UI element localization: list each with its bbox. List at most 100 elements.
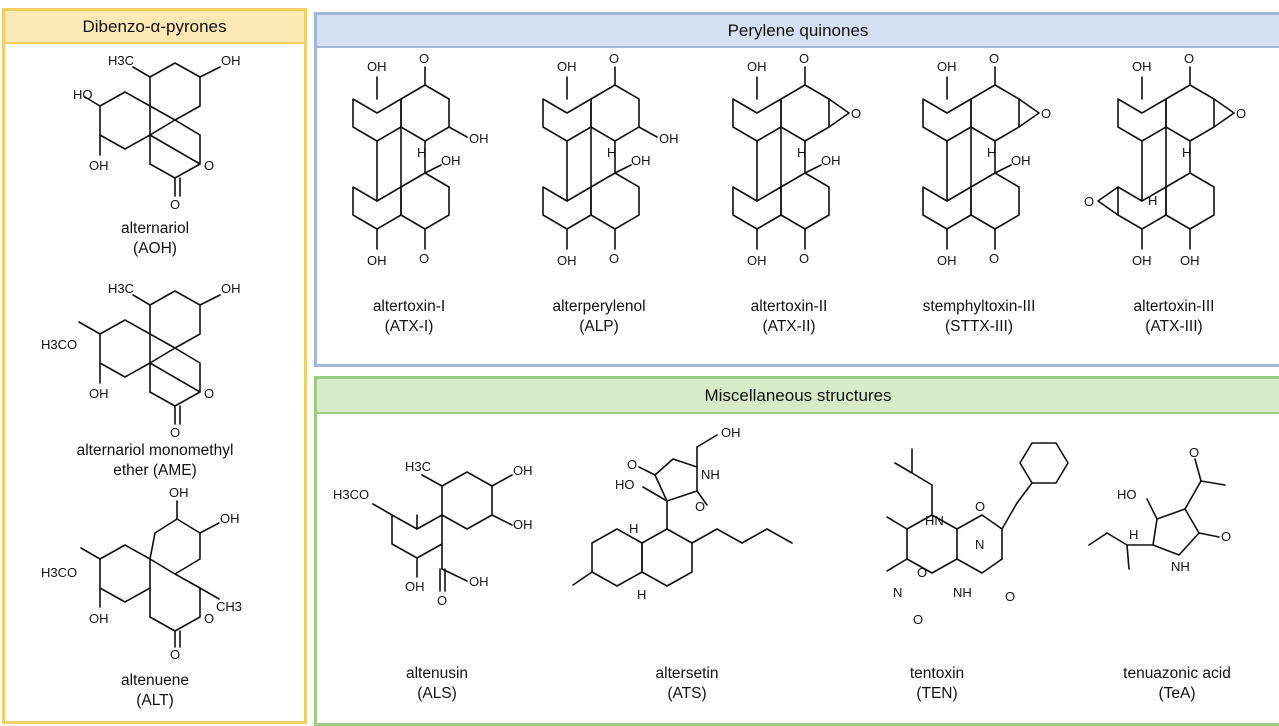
altenuene-abbr: (ALT) — [136, 692, 174, 709]
als-label-oh-3: OH — [513, 517, 533, 532]
alt-label-oh-1: OH — [89, 611, 109, 626]
atx1-label-oh-bottom: OH — [367, 253, 387, 268]
atx3-label-o-epoxide-2: O — [1084, 194, 1094, 209]
alp-label-o-top: O — [609, 51, 619, 66]
atx2-label-oh-top: OH — [747, 59, 767, 74]
atx1-label-oh-top: OH — [367, 59, 387, 74]
altenusin-name: altenusin — [405, 665, 469, 682]
ats-label-o-1: O — [627, 457, 637, 472]
compound-altertoxin-ii: OH O H O OH OH O altertoxin-II (ATX-II) — [697, 51, 887, 363]
atx2-label-h: H — [797, 145, 806, 160]
ame-label-oh-1: OH — [89, 386, 109, 401]
als-label-oh-2: OH — [513, 463, 533, 478]
alt-label-ch3: CH3 — [216, 599, 242, 614]
altertoxin-ii-name: altertoxin-II — [750, 298, 828, 315]
ame-name: alternariol monomethyl — [76, 442, 234, 459]
dibenzo-pyrones-title: Dibenzo-α-pyrones — [5, 11, 304, 44]
ten-label-o-3: O — [1005, 589, 1015, 604]
atx1-label-o-top: O — [419, 51, 429, 66]
altertoxin-i-name: altertoxin-I — [372, 298, 446, 315]
ats-label-h-1: H — [629, 521, 638, 536]
tenuazonic-acid-abbr: (TeA) — [1158, 685, 1196, 702]
alp-label-oh-right: OH — [659, 131, 679, 146]
tentoxin-structure: HN O N O N NH O O — [886, 442, 1069, 627]
compound-altertoxin-iii: OH O H O H O OH OH altertoxin-III (ATX-I… — [1082, 51, 1272, 363]
atx3-label-oh-top: OH — [1132, 59, 1152, 74]
altersetin-abbr: (ATS) — [667, 685, 707, 702]
alternariol-abbr: (AOH) — [133, 240, 177, 257]
ats-label-o-2: O — [695, 499, 705, 514]
ten-label-nh: NH — [953, 585, 972, 600]
ten-label-n-2: N — [893, 585, 902, 600]
altertoxin-iii-structure: OH O H O H O OH OH — [1084, 51, 1246, 268]
atx2-label-o-bottom: O — [799, 251, 809, 266]
altenusin-structure: H3CO OH OH O H3C OH OH — [333, 459, 533, 608]
alp-label-oh-bottom: OH — [557, 253, 577, 268]
perylene-quinones-title: Perylene quinones — [317, 15, 1279, 48]
tentoxin-name: tentoxin — [909, 665, 965, 682]
ats-label-ho: HO — [615, 477, 635, 492]
miscellaneous-structures-title: Miscellaneous structures — [317, 379, 1279, 414]
atx1-label-h: H — [417, 145, 426, 160]
atx3-label-h-1: H — [1182, 145, 1191, 160]
sttx3-label-oh-top: OH — [937, 59, 957, 74]
tea-label-nh: NH — [1171, 559, 1190, 574]
tea-label-ho: HO — [1117, 487, 1137, 502]
aoh-label-oh-2: OH — [221, 53, 241, 68]
altertoxin-i-structure: OH O H OH OH OH O — [352, 51, 489, 268]
alt-label-oh-2: OH — [169, 485, 189, 500]
tea-label-h: H — [1129, 527, 1138, 542]
ame-label-h3c: H3C — [108, 281, 134, 296]
ten-label-o-1: O — [975, 499, 985, 514]
altenuene-name: altenuene — [120, 672, 190, 689]
compound-altersetin: HO O O NH OH H H altersetin (ATS) — [557, 419, 817, 719]
aoh-label-h3c: H3C — [108, 53, 134, 68]
alp-label-oh-mid: OH — [631, 153, 651, 168]
compound-alternariol: HO OH O O H3C OH alternariol (AOH) — [5, 51, 305, 261]
ame-label-oh-2: OH — [221, 281, 241, 296]
altertoxin-ii-structure: OH O H O OH OH O — [732, 51, 861, 268]
compound-tentoxin: HN O N O N NH O O tentoxin (TEN) — [837, 419, 1077, 719]
tentoxin-abbr: (TEN) — [916, 685, 958, 702]
ten-label-o-4: O — [913, 612, 923, 627]
alp-label-oh-top: OH — [557, 59, 577, 74]
miscellaneous-structures-panel: Miscellaneous structures H3CO OH OH O H3… — [314, 376, 1279, 726]
alt-label-o-ring: O — [204, 611, 214, 626]
atx1-label-oh-mid: OH — [441, 153, 461, 168]
atx3-label-o-epoxide-1: O — [1236, 106, 1246, 121]
atx1-label-o-bottom: O — [419, 251, 429, 266]
atx2-label-oh-bottom: OH — [747, 253, 767, 268]
tenuazonic-acid-structure: HO O O NH H — [1088, 445, 1231, 574]
stemphyltoxin-iii-abbr: (STTX-III) — [944, 318, 1014, 335]
atx3-label-h-2: H — [1148, 193, 1157, 208]
ame-label-o-ring: O — [204, 386, 214, 401]
alternariol-name: alternariol — [120, 220, 190, 237]
sttx3-label-oh-mid: OH — [1011, 153, 1031, 168]
compound-alternariol-monomethyl-ether: H3CO OH O O H3C OH alternariol monomethy… — [5, 279, 305, 489]
sttx3-label-h: H — [987, 145, 996, 160]
altertoxin-i-abbr: (ATX-I) — [384, 318, 434, 335]
alt-label-oh-3: OH — [220, 511, 240, 526]
tea-label-o-2: O — [1221, 529, 1231, 544]
sttx3-label-oh-bottom: OH — [937, 253, 957, 268]
aoh-label-o-keto: O — [170, 197, 180, 212]
atx2-label-o-top: O — [799, 51, 809, 66]
sttx3-label-o-top: O — [989, 51, 999, 66]
atx3-label-oh-bottom-1: OH — [1132, 253, 1152, 268]
altersetin-name: altersetin — [655, 665, 719, 682]
sttx3-label-o-bottom: O — [989, 251, 999, 266]
tenuazonic-acid-name: tenuazonic acid — [1123, 665, 1231, 682]
altersetin-structure: HO O O NH OH H H — [572, 425, 793, 602]
altenusin-abbr: (ALS) — [417, 685, 457, 702]
sttx3-label-o-epoxide: O — [1041, 106, 1051, 121]
als-label-o-acid: O — [437, 593, 447, 608]
dibenzo-pyrones-panel: Dibenzo-α-pyrones HO OH O O H3C OH alter… — [2, 8, 307, 724]
ats-label-nh: NH — [701, 467, 720, 482]
ten-label-n-1: N — [975, 537, 984, 552]
stemphyltoxin-iii-structure: OH O H O OH OH O — [922, 51, 1051, 268]
tea-label-o-1: O — [1189, 445, 1199, 460]
ats-label-oh: OH — [721, 425, 741, 440]
als-label-oh-1: OH — [405, 579, 425, 594]
alt-label-h3c-o: H3CO — [41, 565, 77, 580]
perylene-quinones-panel: Perylene quinones OH O H OH OH OH O alte… — [314, 12, 1279, 367]
